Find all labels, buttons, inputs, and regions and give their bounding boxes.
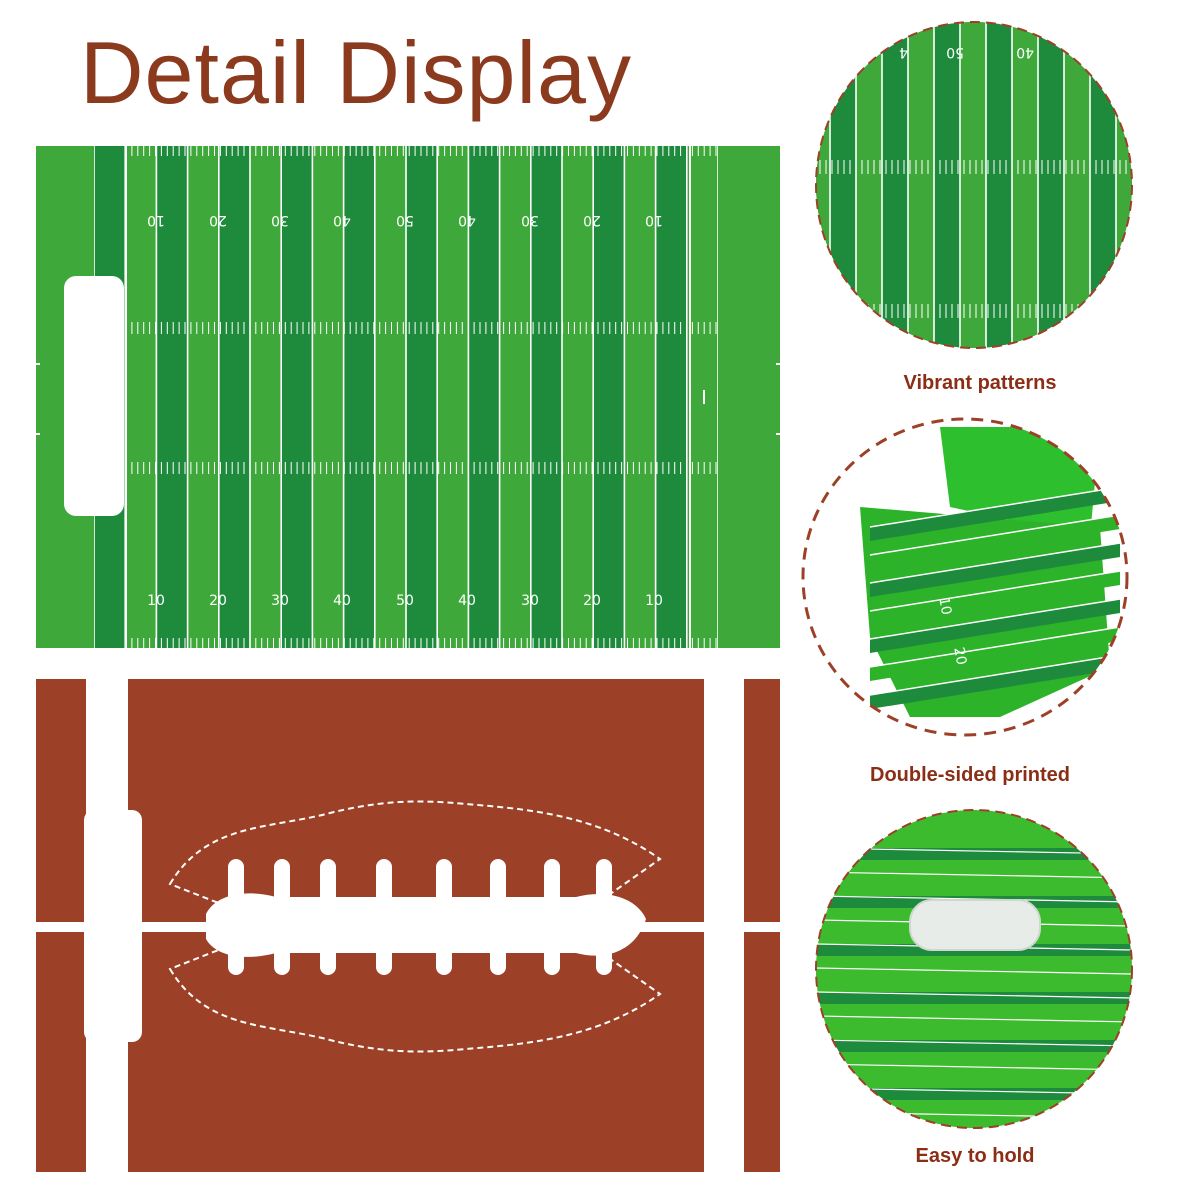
lace xyxy=(436,859,452,975)
hash-marks-middle-b xyxy=(125,462,717,474)
yard-label: 10 xyxy=(645,593,663,609)
yard-labels-bottom: 10 20 30 40 50 40 30 20 10 xyxy=(147,593,663,609)
football-back-panel xyxy=(36,679,780,1172)
caption-double-sided: Double-sided printed xyxy=(870,764,1070,786)
hash-marks-top xyxy=(125,146,717,156)
svg-text:50: 50 xyxy=(946,44,964,60)
page-title: Detail Display xyxy=(80,23,632,122)
svg-text:20: 20 xyxy=(950,646,969,666)
yard-labels-top: 10 20 30 40 50 40 30 20 10 xyxy=(147,212,663,228)
football-icon xyxy=(168,800,662,1053)
lace xyxy=(274,859,290,975)
yard-label: 40 xyxy=(458,593,476,609)
lace xyxy=(544,859,560,975)
detail-circle-easy-hold xyxy=(815,809,1133,1129)
lace xyxy=(320,859,336,975)
caption-easy-to-hold: Easy to hold xyxy=(915,1145,1035,1167)
svg-text:10: 10 xyxy=(935,596,954,616)
yard-label: 20 xyxy=(209,212,227,228)
detail-circle-double-sided: 10 20 xyxy=(801,417,1129,737)
caption-vibrant-patterns: Vibrant patterns xyxy=(903,372,1057,394)
yard-label: 20 xyxy=(583,593,601,609)
yard-label: 50 xyxy=(396,593,414,609)
yard-label: 30 xyxy=(521,593,539,609)
yard-label: 10 xyxy=(147,212,165,228)
yard-label: 20 xyxy=(583,212,601,228)
handle-cutout xyxy=(84,810,142,1042)
lace xyxy=(490,859,506,975)
field-front-panel: 10 20 30 40 50 40 30 20 10 10 20 30 40 50 40 30 20 10 xyxy=(36,146,780,648)
svg-text:40: 40 xyxy=(1016,44,1034,60)
hash-marks-middle-a xyxy=(125,322,717,334)
yard-label: 30 xyxy=(271,212,289,228)
yard-label: 30 xyxy=(521,212,539,228)
lace xyxy=(376,859,392,975)
handle-cutout xyxy=(64,276,124,516)
lace xyxy=(228,859,244,975)
hash-marks-bottom xyxy=(125,638,717,648)
svg-text:4: 4 xyxy=(899,44,908,60)
field-stripes xyxy=(36,146,780,648)
yard-label: 40 xyxy=(333,593,351,609)
lace xyxy=(596,859,612,975)
yard-label: 10 xyxy=(147,593,165,609)
yard-label: 20 xyxy=(209,593,227,609)
yard-label: 10 xyxy=(645,212,663,228)
football-laces xyxy=(228,859,612,975)
yard-label: 50 xyxy=(396,212,414,228)
detail-circle-vibrant: 50 40 4 xyxy=(815,21,1133,349)
yard-label: 40 xyxy=(333,212,351,228)
handle-cutout xyxy=(909,899,1041,951)
yard-label: 40 xyxy=(458,212,476,228)
yard-label: 30 xyxy=(271,593,289,609)
